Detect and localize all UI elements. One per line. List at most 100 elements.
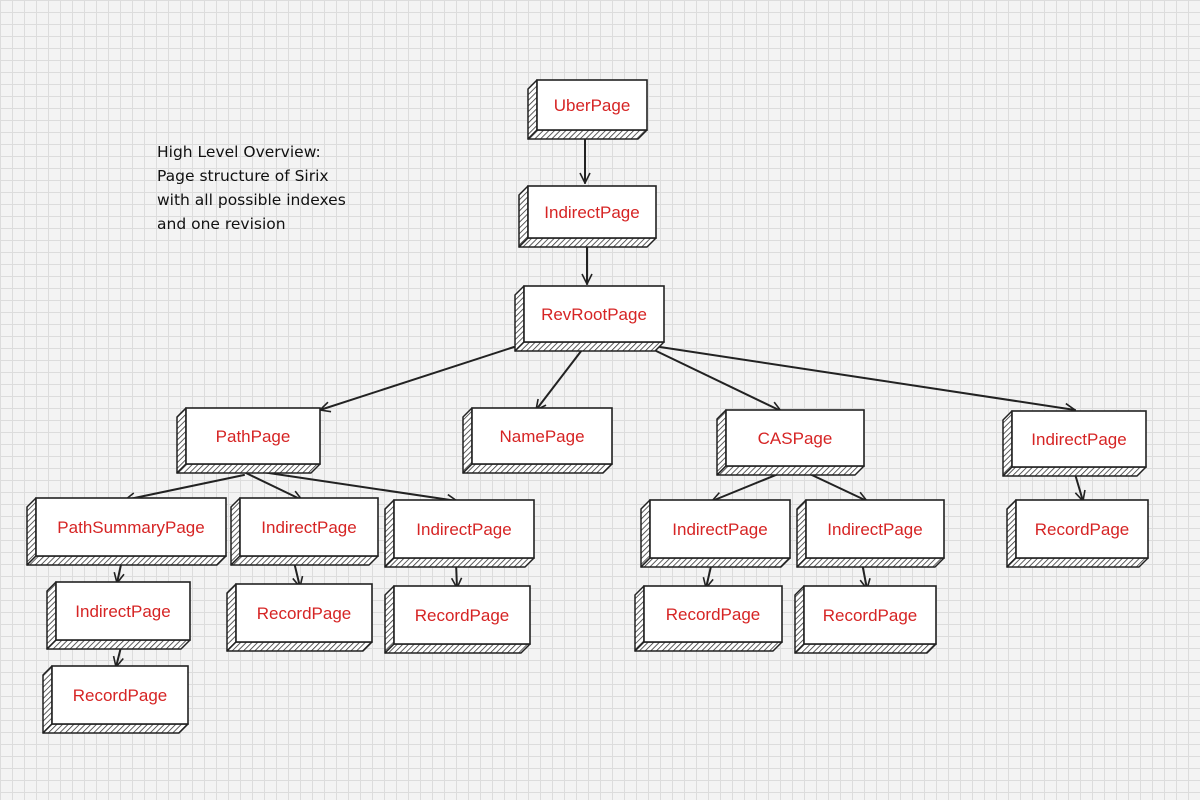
box-face <box>393 585 531 645</box>
edge-path-indirect-1-to-path-record-1 <box>294 561 300 587</box>
node-label: IndirectPage <box>672 520 767 539</box>
node-label: IndirectPage <box>827 520 922 539</box>
overview-line-1: High Level Overview: <box>157 143 321 161</box>
node-label: UberPage <box>554 96 631 115</box>
box-bottom <box>1006 557 1149 568</box>
node-uber: UberPage <box>527 79 648 140</box>
box-side <box>794 585 805 654</box>
box-bottom <box>384 557 535 568</box>
node-name: NamePage <box>462 407 613 474</box>
node-label: CASPage <box>758 429 833 448</box>
box-side <box>226 583 237 652</box>
node-path-record-2: RecordPage <box>384 585 531 654</box>
edge-path-to-path-indirect-1 <box>245 472 302 501</box>
edge-revroot-to-name <box>536 345 586 410</box>
edge-revroot-to-cas <box>649 347 781 412</box>
box-face <box>527 185 657 239</box>
box-face <box>55 581 191 641</box>
box-face <box>185 407 321 465</box>
box-face <box>725 409 865 467</box>
node-label: RevRootPage <box>541 305 647 324</box>
box-side <box>1002 410 1013 477</box>
node-path-indirect-2: IndirectPage <box>384 499 535 568</box>
node-cas: CASPage <box>716 409 865 476</box>
box-side <box>518 185 529 248</box>
edge-path-to-path-indirect-2 <box>261 471 457 501</box>
node-revroot: RevRootPage <box>514 285 665 352</box>
box-side <box>716 409 727 476</box>
box-face <box>805 499 945 559</box>
box-face <box>471 407 613 465</box>
node-label: RecordPage <box>257 604 352 623</box>
box-bottom <box>230 555 379 566</box>
box-bottom <box>42 723 189 734</box>
box-side <box>230 497 241 566</box>
node-label: PathSummaryPage <box>57 518 204 537</box>
box-face <box>803 585 937 645</box>
node-label: RecordPage <box>415 606 510 625</box>
node-path-record-1: RecordPage <box>226 583 373 652</box>
box-bottom <box>716 465 865 476</box>
box-face <box>51 665 189 725</box>
box-side <box>796 499 807 568</box>
box-face <box>649 499 791 559</box>
box-bottom <box>796 557 945 568</box>
box-side <box>384 499 395 568</box>
box-side <box>1006 499 1017 568</box>
box-face <box>643 585 783 643</box>
node-label: IndirectPage <box>261 518 356 537</box>
box-face <box>1015 499 1149 559</box>
box-bottom <box>527 129 648 140</box>
box-side <box>176 407 187 474</box>
node-indirect-top: IndirectPage <box>518 185 657 248</box>
box-side <box>26 497 37 566</box>
box-face <box>239 497 379 557</box>
box-face <box>1011 410 1147 468</box>
node-path-indirect-1: IndirectPage <box>230 497 379 566</box>
box-bottom <box>384 643 531 654</box>
overview-line-2: Page structure of Sirix <box>157 167 329 185</box>
box-bottom <box>226 641 373 652</box>
box-bottom <box>462 463 613 474</box>
box-bottom <box>640 557 791 568</box>
node-cas-indirect-2: IndirectPage <box>796 499 945 568</box>
node-label: IndirectPage <box>544 203 639 222</box>
node-label: IndirectPage <box>75 602 170 621</box>
edge-revroot-to-path <box>320 346 515 410</box>
node-ps-record: RecordPage <box>42 665 189 734</box>
box-bottom <box>46 639 191 650</box>
box-side <box>514 285 525 352</box>
box-side <box>384 585 395 654</box>
node-indirect-right: IndirectPage <box>1002 410 1147 477</box>
box-bottom <box>176 463 321 474</box>
box-side <box>42 665 53 734</box>
edge-revroot-to-indirect-right <box>659 346 1075 410</box>
node-label: IndirectPage <box>416 520 511 539</box>
box-face <box>523 285 665 343</box>
node-path: PathPage <box>176 407 321 474</box>
box-side <box>634 585 645 652</box>
box-face <box>35 497 227 557</box>
box-face <box>393 499 535 559</box>
node-label: RecordPage <box>823 606 918 625</box>
box-bottom <box>518 237 657 248</box>
overview-line-3: with all possible indexes <box>157 191 346 209</box>
node-pathsummary: PathSummaryPage <box>26 497 227 566</box>
edge-path-to-pathsummary <box>125 474 245 500</box>
node-label: IndirectPage <box>1031 430 1126 449</box>
box-bottom <box>26 555 227 566</box>
box-bottom <box>634 641 783 652</box>
box-side <box>640 499 651 568</box>
node-label: RecordPage <box>73 686 168 705</box>
box-side <box>527 79 538 140</box>
overview-note: High Level Overview: Page structure of S… <box>157 140 397 236</box>
box-side <box>46 581 57 650</box>
box-face <box>235 583 373 643</box>
node-cas-record-1: RecordPage <box>634 585 783 652</box>
node-label: RecordPage <box>666 605 761 624</box>
box-bottom <box>794 643 937 654</box>
node-label: RecordPage <box>1035 520 1130 539</box>
node-cas-record-2: RecordPage <box>794 585 937 654</box>
